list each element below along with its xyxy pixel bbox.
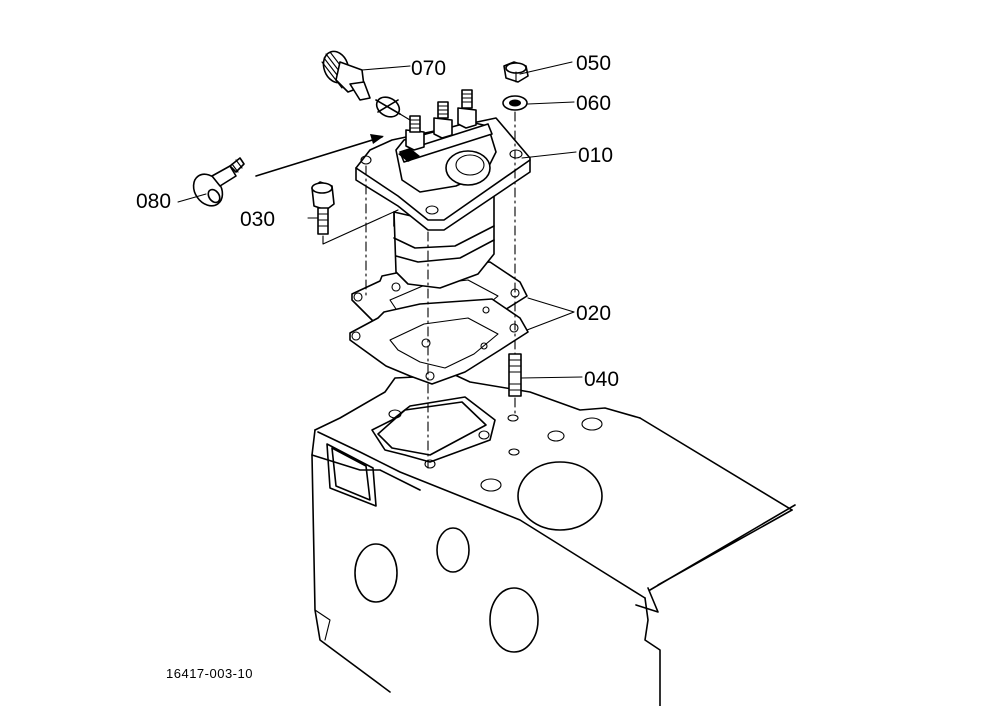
callout-080: 080: [136, 190, 171, 213]
callout-leaders: [177, 61, 583, 379]
injection-pump: [355, 89, 531, 289]
drawing-number: 16417-003-10: [166, 666, 253, 681]
stud-bolt: [507, 353, 522, 422]
assembly-lines: [255, 111, 516, 469]
callout-010: 010: [578, 144, 613, 167]
callout-030: 030: [240, 208, 275, 231]
washer: [502, 95, 528, 111]
banjo-fitting: [321, 50, 401, 118]
callout-020: 020: [576, 302, 611, 325]
callout-070: 070: [411, 57, 446, 80]
bolt: [311, 181, 335, 235]
callout-060: 060: [576, 92, 611, 115]
nut: [503, 61, 529, 83]
callout-040: 040: [584, 368, 619, 391]
bleeder-fitting: [192, 157, 245, 207]
callout-050: 050: [576, 52, 611, 75]
engine-block: [311, 374, 796, 706]
delivery-valves: [398, 89, 477, 162]
